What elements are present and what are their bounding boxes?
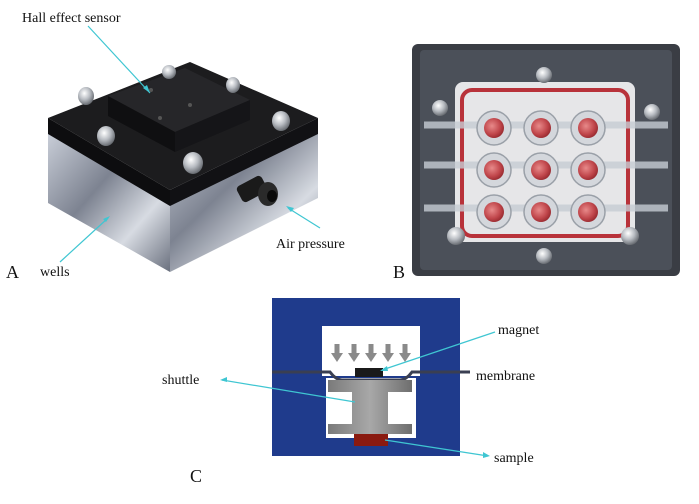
- well: [578, 202, 598, 222]
- panel-label-c: C: [190, 466, 202, 486]
- pressure-arrow-head: [348, 353, 360, 362]
- leader-sample: [384, 439, 489, 457]
- device-b-bolts: [432, 67, 660, 264]
- leader-magnet: [381, 331, 496, 371]
- sample: [354, 434, 388, 446]
- panel-b-device: [412, 44, 680, 276]
- well: [531, 118, 551, 138]
- label-magnet: magnet: [498, 323, 539, 338]
- panel-label-a: A: [6, 262, 19, 282]
- pressure-arrows: [331, 344, 411, 362]
- pressure-arrow-head: [382, 353, 394, 362]
- shuttle: [328, 380, 412, 434]
- panel-c-schematic: [272, 298, 470, 456]
- leader-wells: [59, 217, 109, 263]
- well: [484, 160, 504, 180]
- leader-shuttle: [221, 379, 356, 403]
- device-b-wells: [476, 110, 606, 230]
- magnet: [355, 368, 383, 377]
- label-air-pressure: Air pressure: [276, 237, 345, 252]
- well: [531, 160, 551, 180]
- label-hall-effect-sensor: Hall effect sensor: [22, 11, 121, 26]
- pressure-arrow-head: [331, 353, 343, 362]
- panel-label-b: B: [393, 262, 405, 282]
- pressure-arrow-shaft: [368, 344, 374, 353]
- well: [484, 118, 504, 138]
- label-shuttle: shuttle: [162, 373, 199, 388]
- air-connector: [236, 175, 278, 206]
- hall-effect-sensor-block: [108, 68, 250, 132]
- label-wells: wells: [40, 265, 70, 280]
- pressure-arrow-shaft: [402, 344, 408, 353]
- device-side-left: [48, 133, 170, 272]
- pressure-arrow-shaft: [351, 344, 357, 353]
- bolts: [78, 65, 290, 174]
- pressure-arrow-shaft: [385, 344, 391, 353]
- pressure-arrow-head: [399, 353, 411, 362]
- label-sample: sample: [494, 451, 534, 466]
- pressure-arrow-head: [365, 353, 377, 362]
- panel-a-device: [48, 62, 318, 272]
- well: [484, 202, 504, 222]
- well: [531, 202, 551, 222]
- leader-hall-sensor: [87, 25, 151, 94]
- pressure-arrow-shaft: [334, 344, 340, 353]
- well: [578, 118, 598, 138]
- label-membrane: membrane: [476, 369, 535, 384]
- leader-air-pressure: [287, 207, 321, 229]
- well: [578, 160, 598, 180]
